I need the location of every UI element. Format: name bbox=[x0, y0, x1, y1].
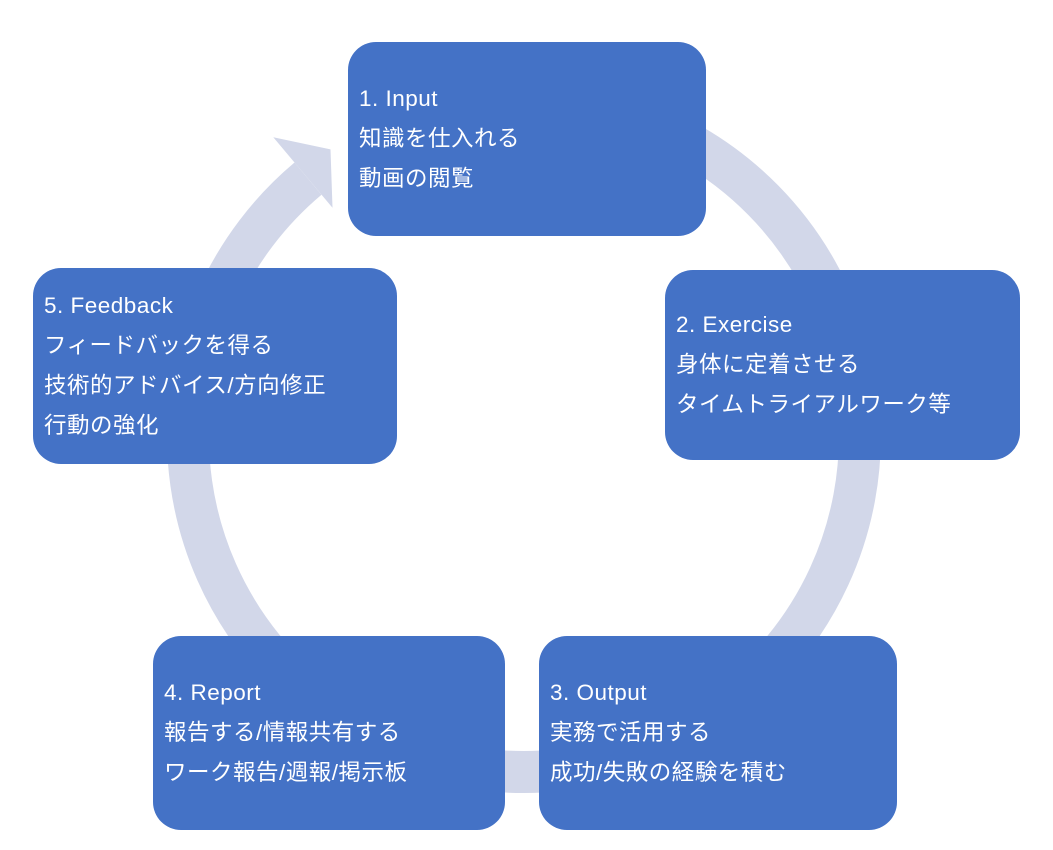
step-line: 知識を仕入れる bbox=[359, 126, 521, 151]
cycle-step-output: 3. Output 実務で活用する 成功/失敗の経験を積む bbox=[539, 636, 897, 830]
step-line: 実務で活用する bbox=[550, 720, 712, 745]
step-title: 3. Output bbox=[550, 680, 648, 705]
step-title: 4. Report bbox=[164, 680, 262, 705]
cycle-arrow-head-icon bbox=[273, 137, 333, 208]
step-line: 技術的アドバイス/方向修正 bbox=[44, 373, 327, 398]
step-line: 身体に定着させる bbox=[676, 352, 861, 377]
step-title: 5. Feedback bbox=[44, 293, 174, 318]
step-line: 報告する/情報共有する bbox=[164, 720, 401, 745]
step-title: 2. Exercise bbox=[676, 312, 793, 337]
step-title: 1. Input bbox=[359, 86, 439, 111]
step-line: フィードバックを得る bbox=[44, 333, 274, 358]
cycle-step-exercise: 2. Exercise 身体に定着させる タイムトライアルワーク等 bbox=[665, 270, 1020, 460]
step-line: ワーク報告/週報/掲示板 bbox=[164, 760, 408, 785]
step-line: 行動の強化 bbox=[44, 413, 160, 438]
step-line: 動画の閲覧 bbox=[359, 166, 475, 191]
cycle-step-feedback: 5. Feedback フィードバックを得る 技術的アドバイス/方向修正 行動の… bbox=[33, 268, 397, 464]
cycle-step-input: 1. Input 知識を仕入れる 動画の閲覧 bbox=[348, 42, 706, 236]
step-line: 成功/失敗の経験を積む bbox=[550, 760, 787, 785]
step-line: タイムトライアルワーク等 bbox=[676, 392, 952, 417]
cycle-step-report: 4. Report 報告する/情報共有する ワーク報告/週報/掲示板 bbox=[153, 636, 505, 830]
